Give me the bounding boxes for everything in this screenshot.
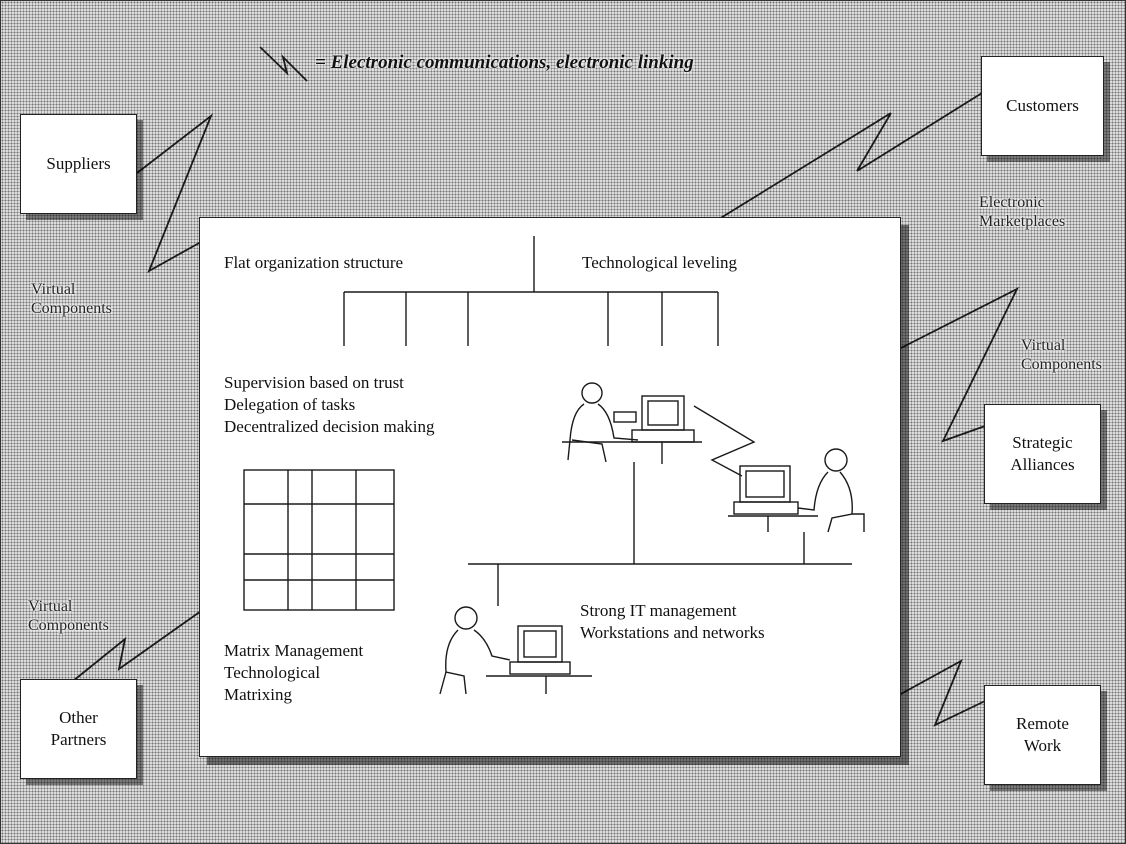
- remote-work-box: Remote Work: [984, 685, 1101, 785]
- technological-leveling-label: Technological leveling: [582, 253, 738, 272]
- it-management-text: Strong IT management Workstations and ne…: [580, 601, 765, 643]
- link-other-partners: [72, 610, 202, 682]
- link-suppliers: [136, 113, 218, 274]
- organization-structure: [243, 236, 865, 695]
- other-partners-label: Other Partners: [50, 707, 107, 749]
- matrix-management-text: Matrix Management Technological Matrixin…: [224, 641, 364, 705]
- suppliers-label: Suppliers: [46, 153, 111, 173]
- suppliers-box: Suppliers: [20, 114, 137, 214]
- link-remote-work: [898, 658, 986, 727]
- other-partners-box: Other Partners: [20, 679, 137, 779]
- strategic-alliances-box: Strategic Alliances: [984, 404, 1101, 504]
- virtual-components-bottom-label: Virtual Components: [28, 598, 109, 635]
- flat-hierarchy-chart: [343, 236, 719, 346]
- virtual-components-left-label: Virtual Components: [31, 281, 112, 318]
- workstation-user-icon: [728, 448, 865, 533]
- legend-text: = Electronic communications, electronic …: [315, 52, 694, 73]
- link-customers: [718, 92, 983, 220]
- link-strategic-alliances: [898, 286, 1019, 443]
- workstation-user-icon: [562, 382, 702, 464]
- customers-box: Customers: [981, 56, 1104, 156]
- virtual-components-right-label: Virtual Components: [1021, 337, 1102, 374]
- network-lines: [468, 405, 852, 606]
- flat-structure-label: Flat organization structure: [224, 253, 404, 272]
- lightning-bolt-icon: [259, 46, 308, 82]
- remote-work-label: Remote Work: [1016, 713, 1069, 755]
- legend: = Electronic communications, electronic …: [257, 43, 694, 83]
- matrix-grid: [243, 469, 395, 611]
- workstation-user-icon: [439, 606, 592, 695]
- supervision-text: Supervision based on trust Delegation of…: [224, 373, 435, 437]
- customers-label: Customers: [1006, 95, 1079, 115]
- virtual-organization-panel: Flat organization structure Technologica…: [199, 217, 901, 757]
- strategic-alliances-label: Strategic Alliances: [1010, 432, 1075, 474]
- electronic-marketplaces-label: Electronic Marketplaces: [979, 194, 1066, 231]
